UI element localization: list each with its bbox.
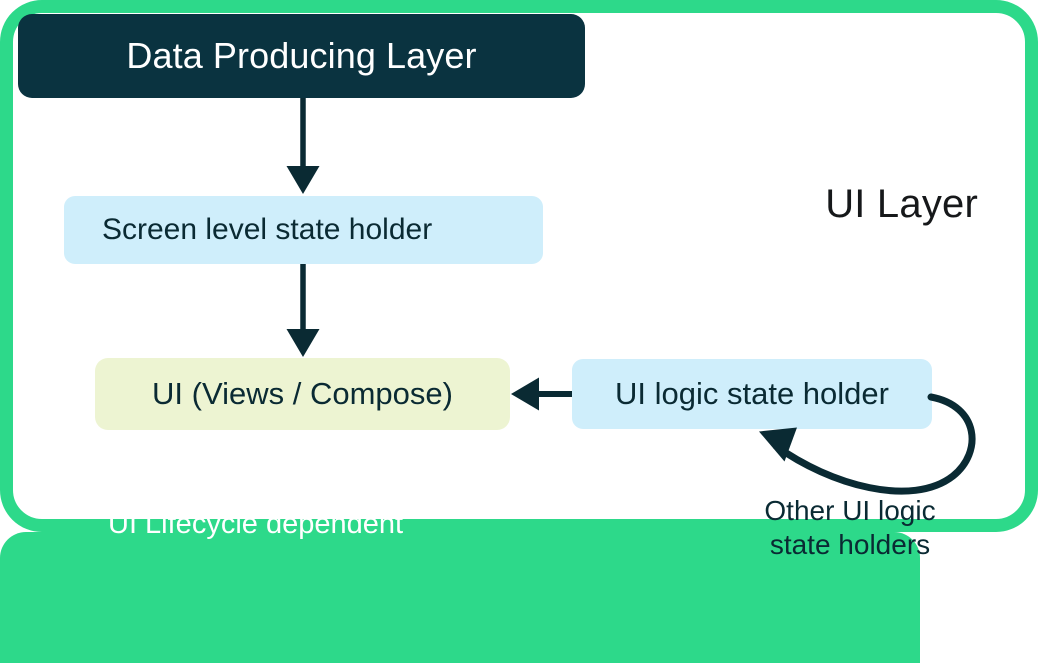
node-ui-lifecycle-dependent-label: UI Lifecycle dependent [108,508,404,540]
node-data-producing-layer: Data Producing Layer [18,14,585,98]
node-data-producing-layer-label: Data Producing Layer [126,35,477,76]
annotation-other-ui-logic-line-2: state holders [769,529,931,560]
annotation-other-ui-logic-line-1: Other UI logic [764,495,936,526]
node-ui-views-compose: UI (Views / Compose) [95,358,510,430]
annotation-other-ui-logic-state-holders: Other UI logic state holders [742,494,958,562]
node-ui-lifecycle-dependent-region [0,532,920,663]
node-ui-views-compose-label: UI (Views / Compose) [152,376,453,411]
node-screen-level-state-holder-label: Screen level state holder [102,213,433,246]
node-ui-logic-state-holder: UI logic state holder [572,359,932,429]
node-ui-logic-state-holder-label: UI logic state holder [615,376,889,411]
node-ui-layer-label: UI Layer [825,182,978,226]
node-screen-level-state-holder: Screen level state holder [64,196,543,264]
